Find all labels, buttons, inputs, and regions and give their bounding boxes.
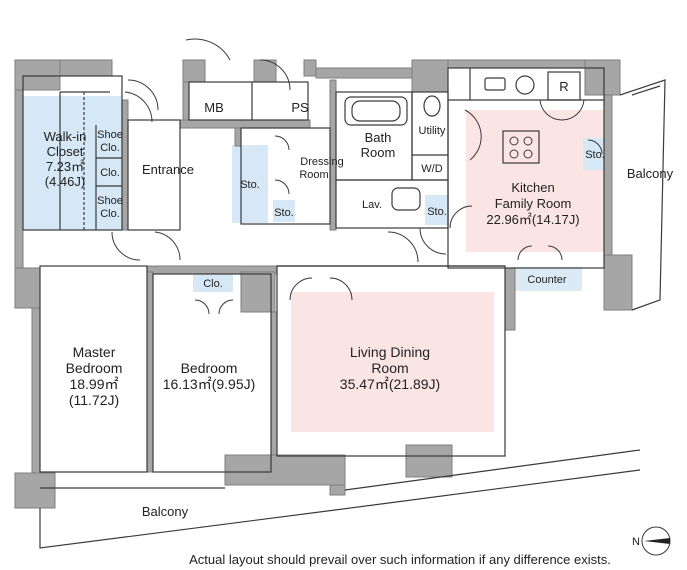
- bath-room-line1: Bath: [365, 130, 392, 145]
- walk-in-closet-label: Walk-in Closet 7.23㎡ (4.46J): [44, 129, 87, 189]
- balcony-east-label: Balcony: [627, 166, 674, 181]
- living-highlight: [291, 292, 494, 432]
- utility-label: Utility: [419, 125, 446, 137]
- disclaimer-text: Actual layout should prevail over such i…: [189, 552, 611, 567]
- entrance-label: Entrance: [142, 162, 194, 177]
- sto-small-zone: [273, 200, 295, 222]
- shoe-clo-2-line1: Shoe: [97, 195, 123, 207]
- counter-label: Counter: [527, 274, 566, 286]
- compass-icon: N: [632, 526, 671, 556]
- ps-label: PS: [291, 100, 309, 115]
- sto-kitchen-zone: [583, 138, 607, 170]
- sto-kitchen-label: Sto.: [585, 149, 605, 161]
- compass-label: N: [632, 536, 640, 548]
- wd-label: W/D: [421, 163, 442, 175]
- bedroom-area: 16.13㎡(9.95J): [163, 376, 256, 392]
- refrigerator-label: R: [559, 79, 568, 94]
- sto-small-label: Sto.: [274, 207, 294, 219]
- cooktop-icon: [509, 136, 533, 159]
- living-dining-area: 35.47㎡(21.89J): [340, 376, 440, 392]
- bedroom-line1: Bedroom: [181, 360, 238, 376]
- shoe-clo-2-line2: Clo.: [100, 208, 120, 220]
- walk-in-closet-zone: [23, 96, 122, 230]
- shoe-clo-1-line2: Clo.: [100, 142, 120, 154]
- clo-small-label: Clo.: [100, 167, 120, 179]
- walk-in-closet-name-2: Closet: [47, 144, 84, 159]
- kitchen-highlight: [466, 110, 604, 252]
- dressing-storage-zone: [232, 145, 268, 223]
- walk-in-closet-area-m2: 7.23㎡: [46, 159, 84, 174]
- kitchen-line2: Family Room: [495, 196, 572, 211]
- sto-dressing-label: Sto.: [240, 179, 260, 191]
- mb-label: MB: [204, 100, 224, 115]
- master-bedroom-line2: Bedroom: [66, 360, 123, 376]
- dressing-room-line1: Dressing: [300, 156, 343, 168]
- partition-lines: [22, 67, 666, 549]
- sto-lav-zone: [425, 195, 449, 225]
- master-bedroom-area-j: (11.72J): [69, 392, 119, 408]
- balcony-south-label: Balcony: [142, 504, 189, 519]
- living-dining-line1: Living Dining: [350, 344, 430, 360]
- sto-lav-label: Sto.: [427, 206, 447, 218]
- clo-bedroom-zone: [193, 274, 233, 292]
- bath-room-line2: Room: [361, 145, 396, 160]
- walk-in-closet-area-j: (4.46J): [45, 174, 85, 189]
- living-dining-line2: Room: [371, 360, 408, 376]
- kitchen-line1: Kitchen: [511, 180, 554, 195]
- walk-in-closet-name-1: Walk-in: [44, 129, 87, 144]
- master-bedroom-area-m2: 18.99㎡: [69, 376, 118, 392]
- door-swings: [111, 38, 603, 315]
- dressing-room-line2: Room: [299, 169, 328, 181]
- lav-label: Lav.: [362, 199, 382, 211]
- counter-zone: [512, 267, 582, 291]
- shoe-clo-1-line1: Shoe: [97, 129, 123, 141]
- clo-bedroom-label: Clo.: [203, 278, 223, 290]
- master-bedroom-line1: Master: [73, 344, 116, 360]
- kitchen-area: 22.96㎡(14.17J): [486, 212, 579, 227]
